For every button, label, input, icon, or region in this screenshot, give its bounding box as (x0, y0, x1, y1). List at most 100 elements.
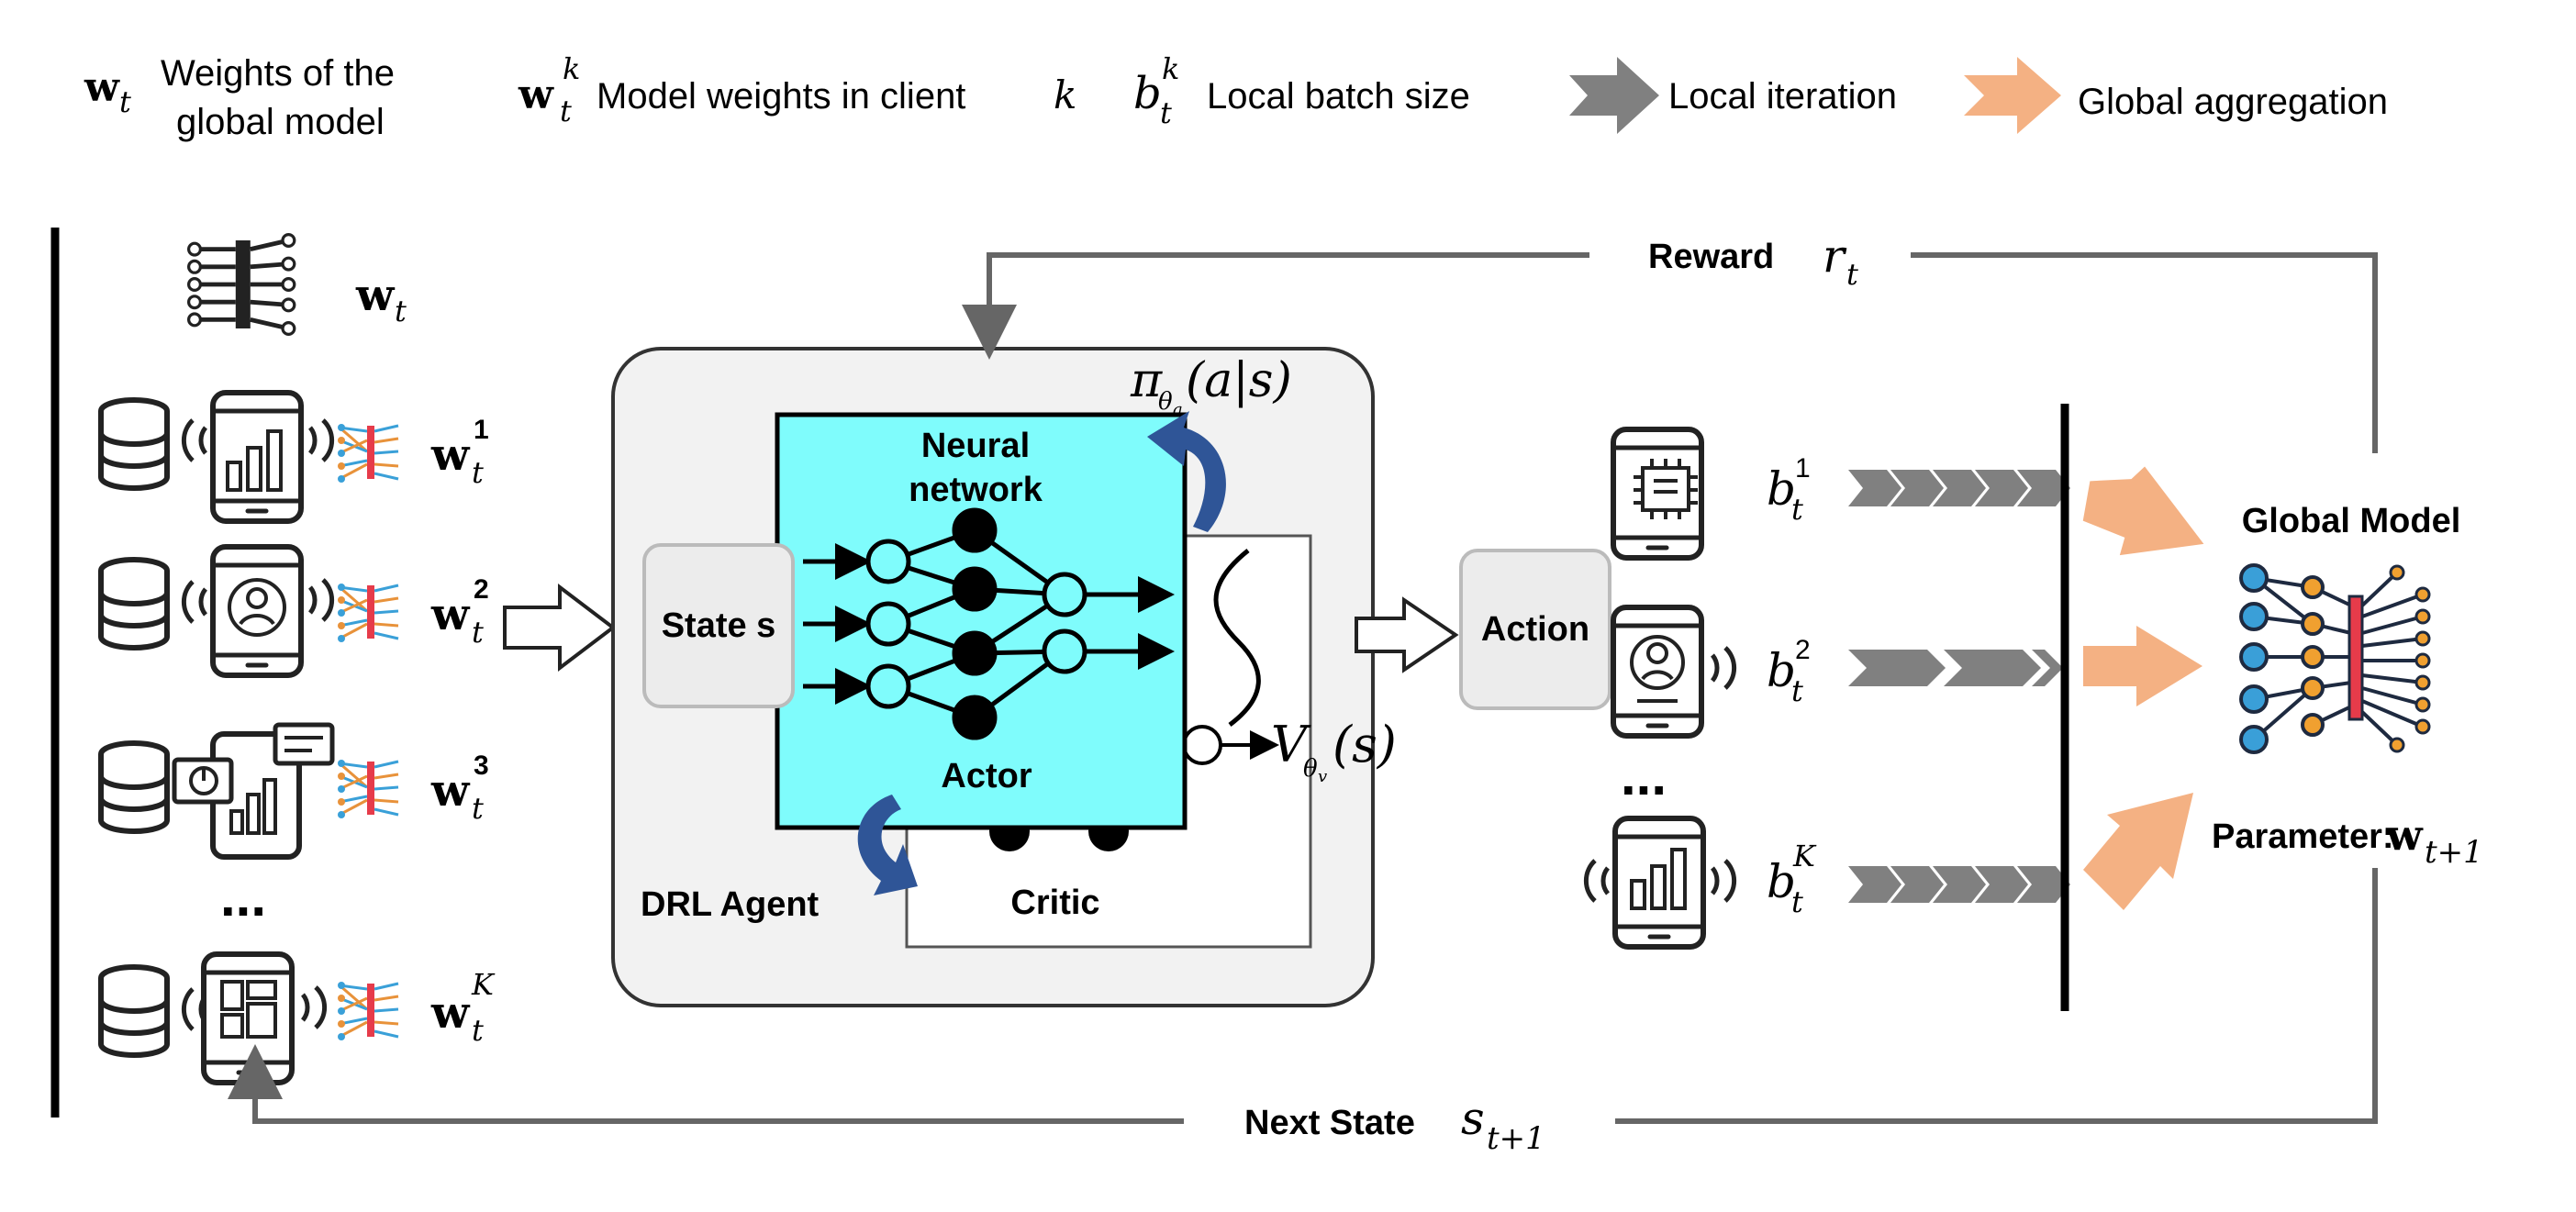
chevron-icon (2032, 650, 2063, 686)
batch-k-sup: K (1792, 839, 1817, 873)
profile-icon (228, 578, 286, 637)
parameter-sub: t+1 (2425, 834, 2483, 871)
action-devices: b 1 t b 2 t (1586, 429, 2070, 947)
device-ellipsis: ... (1621, 745, 1667, 806)
local-iteration-chevrons (1848, 470, 2070, 506)
policy-args: (a|s) (1186, 353, 1292, 408)
legend-b-symbol: b (1133, 68, 1162, 119)
legend-b-text: Local batch size (1207, 76, 1470, 117)
drl-agent-title: DRL Agent (641, 885, 820, 924)
policy-label: π θ a (a|s) (1130, 353, 1292, 419)
local-iteration-chevrons (1848, 650, 2063, 686)
database-icon (101, 560, 167, 648)
database-icon (101, 967, 167, 1055)
legend-wt-symbol: w (84, 64, 120, 111)
batch-1-symbol: b (1767, 462, 1796, 516)
signal-waves-icon (1586, 861, 1608, 901)
client-model-icon (336, 758, 400, 820)
global-aggregation-arrow-icon (1964, 57, 2061, 134)
client-2-weight-symbol: w (430, 589, 471, 640)
drl-agent: Critic Neural network (611, 347, 1397, 1007)
actor-label: Actor (941, 757, 1032, 795)
reward-line (1911, 252, 2378, 453)
client-2-weight-sup: 2 (474, 574, 489, 605)
phone-icon (213, 393, 301, 521)
batch-k-symbol: b (1767, 855, 1796, 908)
legend-b-sup: k (1162, 51, 1179, 86)
profile-icon (1630, 635, 1685, 703)
action-label: Action (1481, 610, 1589, 649)
value-label: V θ v (s) (1271, 716, 1397, 786)
client-1-weight-sub: t (472, 455, 484, 490)
action-box (1459, 549, 1611, 710)
state-input-arrow (503, 583, 617, 673)
client-3: w 3 t (101, 722, 489, 860)
chevron-icon (1848, 650, 1946, 686)
value-update-curl-icon (857, 795, 918, 895)
local-iteration-arrow-icon (1569, 57, 1659, 134)
value-output-neuron (1182, 725, 1222, 765)
neural-network-label-2: network (909, 471, 1043, 509)
next-state-line (228, 1044, 1184, 1124)
database-icon (101, 400, 167, 488)
signal-waves-icon (310, 420, 332, 461)
client-3-weight-symbol: w (430, 765, 471, 817)
global-aggregation-arrows (2082, 466, 2204, 910)
batch-k-sub: t (1791, 884, 1803, 919)
neural-network-label-1: Neural (921, 427, 1030, 465)
client-2: w 2 t (101, 547, 489, 675)
legend-b-sub: t (1160, 95, 1172, 130)
legend-local-iteration: Local iteration (1668, 76, 1897, 117)
reward-loop: Reward r t (962, 229, 2378, 453)
global-model: Global Model (2212, 502, 2483, 871)
state-label: State s (662, 606, 776, 645)
client-3-weight-sub: t (472, 791, 484, 826)
client-1-weight-symbol: w (430, 429, 471, 481)
signal-waves-icon (1712, 861, 1734, 901)
global-model-title: Global Model (2242, 502, 2461, 540)
value-args: (s) (1333, 716, 1397, 773)
aggregation-arrow-icon (2083, 626, 2202, 706)
next-state-line (1615, 868, 2378, 1124)
legend-global-aggregation: Global aggregation (2078, 82, 2388, 122)
batch-1-sub: t (1791, 492, 1803, 527)
reward-sub: t (1846, 257, 1858, 292)
legend-wk-sup: k (563, 51, 580, 86)
global-model-icon (2239, 563, 2431, 754)
local-iteration-chevrons (1848, 866, 2070, 903)
bar-chart-icon (226, 429, 283, 492)
device-k: b K t (1586, 818, 2070, 947)
aggregation-arrow-icon (2082, 466, 2204, 556)
database-icon (101, 743, 167, 831)
bar-chart-icon (1630, 848, 1687, 910)
client-k-weight-symbol: w (430, 987, 471, 1039)
client-model-icon (336, 980, 400, 1042)
parameter-label: Parameter: (2212, 817, 2394, 856)
client-1: w 1 t (101, 393, 489, 521)
legend-wk-symbol: w (518, 72, 554, 118)
client-model-icon (336, 582, 400, 644)
legend-wk-var: k (1054, 72, 1076, 117)
batch-1-sup: 1 (1795, 453, 1811, 484)
legend-wt-text-2: global model (176, 102, 385, 142)
legend: w t Weights of the global model w k t Mo… (84, 51, 2388, 142)
client-ellipsis: ... (220, 866, 266, 928)
client-1-weight-sup: 1 (474, 415, 489, 445)
batch-2-sup: 2 (1795, 635, 1811, 665)
signal-waves-icon (1712, 648, 1734, 688)
legend-wk-sub: t (560, 94, 572, 128)
client-k-weight-sup: K (471, 967, 496, 1002)
device-1: b 1 t (1613, 429, 2070, 558)
aggregation-arrow-icon (2083, 793, 2193, 910)
policy-theta: θ (1158, 388, 1173, 416)
next-state-sub: t+1 (1487, 1120, 1545, 1157)
signal-waves-icon (303, 987, 325, 1028)
policy-pi: π (1130, 353, 1163, 408)
next-state-label: Next State (1244, 1104, 1415, 1142)
reward-label: Reward (1648, 238, 1774, 276)
next-state-loop: Next State s t+1 (228, 868, 2378, 1157)
global-weight-symbol: w (355, 270, 396, 321)
state-box (642, 543, 795, 708)
neural-network-icon (803, 507, 1175, 740)
